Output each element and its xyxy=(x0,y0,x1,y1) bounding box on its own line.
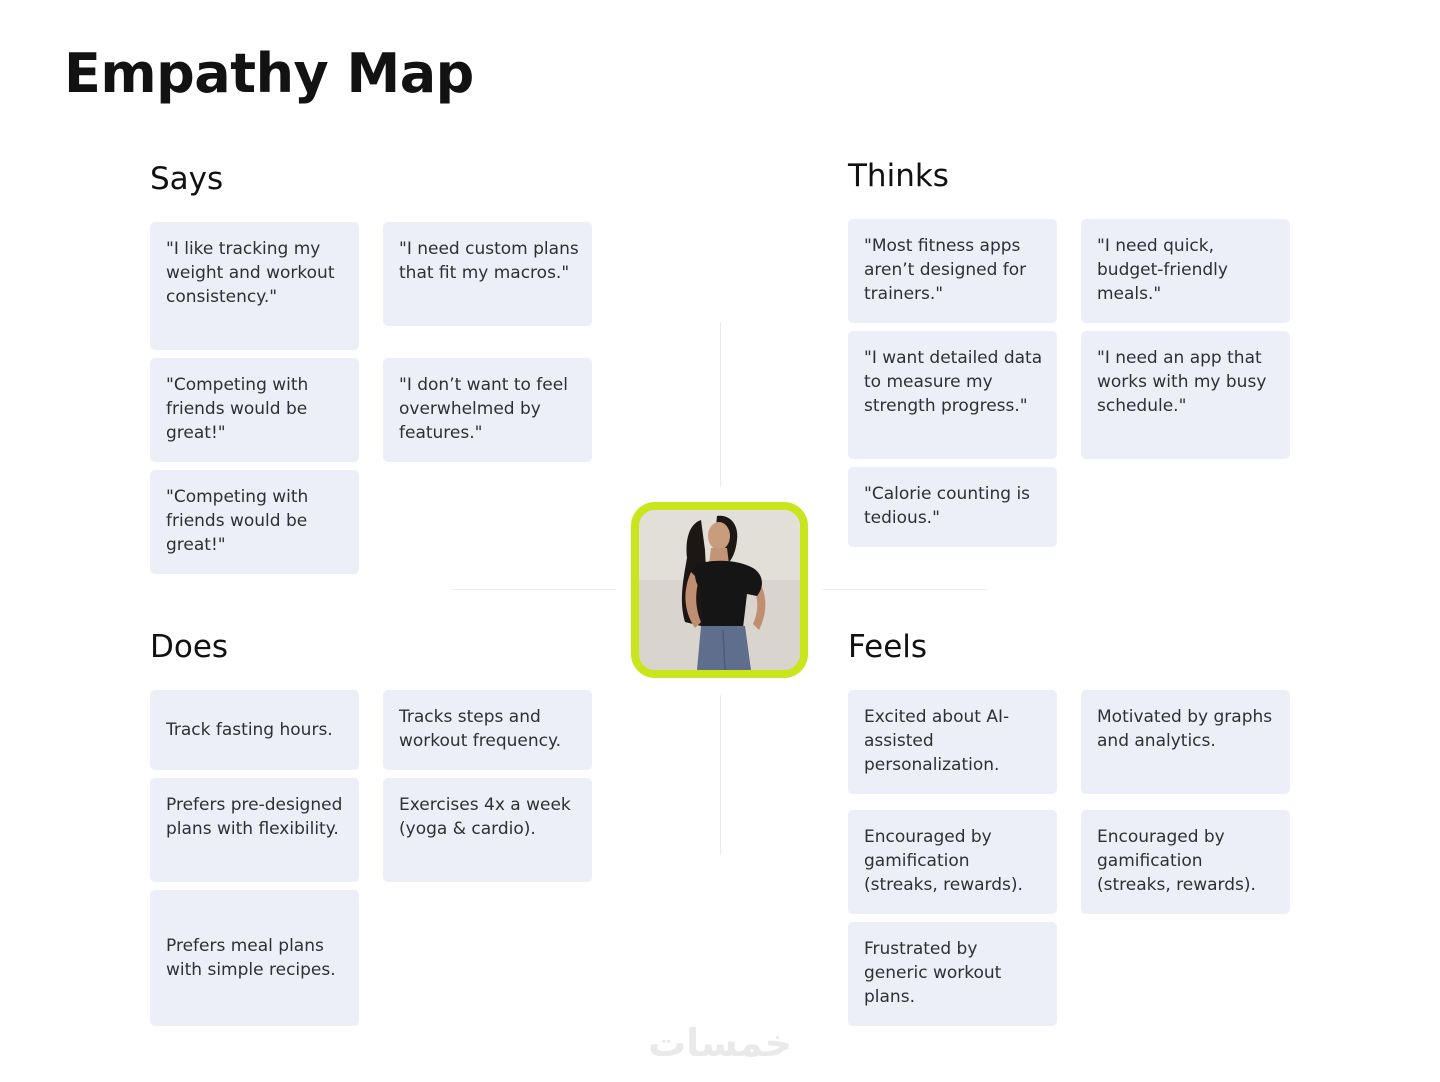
thinks-card: "Most fitness apps aren’t designed for t… xyxy=(848,219,1057,323)
thinks-heading: Thinks xyxy=(848,158,949,194)
page-title: Empathy Map xyxy=(64,42,474,105)
divider-bottom xyxy=(720,695,721,855)
feels-card: Encouraged by gamification (streaks, rew… xyxy=(848,810,1057,914)
thinks-card: "Calorie counting is tedious." xyxy=(848,467,1057,547)
says-card: "I like tracking my weight and workout c… xyxy=(150,222,359,350)
does-card: Prefers meal plans with simple recipes. xyxy=(150,890,359,1026)
says-card: "Competing with friends would be great!" xyxy=(150,470,359,574)
feels-heading: Feels xyxy=(848,629,928,665)
feels-card: Frustrated by generic workout plans. xyxy=(848,922,1057,1026)
does-card: Prefers pre-designed plans with flexibil… xyxy=(150,778,359,882)
watermark-logo: خمسات xyxy=(648,1021,792,1064)
feels-card: Encouraged by gamification (streaks, rew… xyxy=(1081,810,1290,914)
does-card: Track fasting hours. xyxy=(150,690,359,770)
does-heading: Does xyxy=(150,629,229,665)
watermark-text: خمسات xyxy=(648,1021,792,1064)
says-heading: Says xyxy=(150,161,224,197)
persona-photo-icon xyxy=(639,510,800,670)
divider-top xyxy=(720,322,721,487)
thinks-card: "I need an app that works with my busy s… xyxy=(1081,331,1290,459)
says-card: "I need custom plans that fit my macros.… xyxy=(383,222,592,326)
thinks-card: "I need quick, budget-friendly meals." xyxy=(1081,219,1290,323)
says-card: "Competing with friends would be great!" xyxy=(150,358,359,462)
does-card: Exercises 4x a week (yoga & cardio). xyxy=(383,778,592,882)
does-card: Tracks steps and workout frequency. xyxy=(383,690,592,770)
persona-avatar xyxy=(631,502,808,678)
divider-right xyxy=(823,589,987,590)
feels-card: Motivated by graphs and analytics. xyxy=(1081,690,1290,794)
says-card: "I don’t want to feel overwhelmed by fea… xyxy=(383,358,592,462)
divider-left xyxy=(452,589,616,590)
thinks-card: "I want detailed data to measure my stre… xyxy=(848,331,1057,459)
feels-card: Excited about AI-assisted personalizatio… xyxy=(848,690,1057,794)
